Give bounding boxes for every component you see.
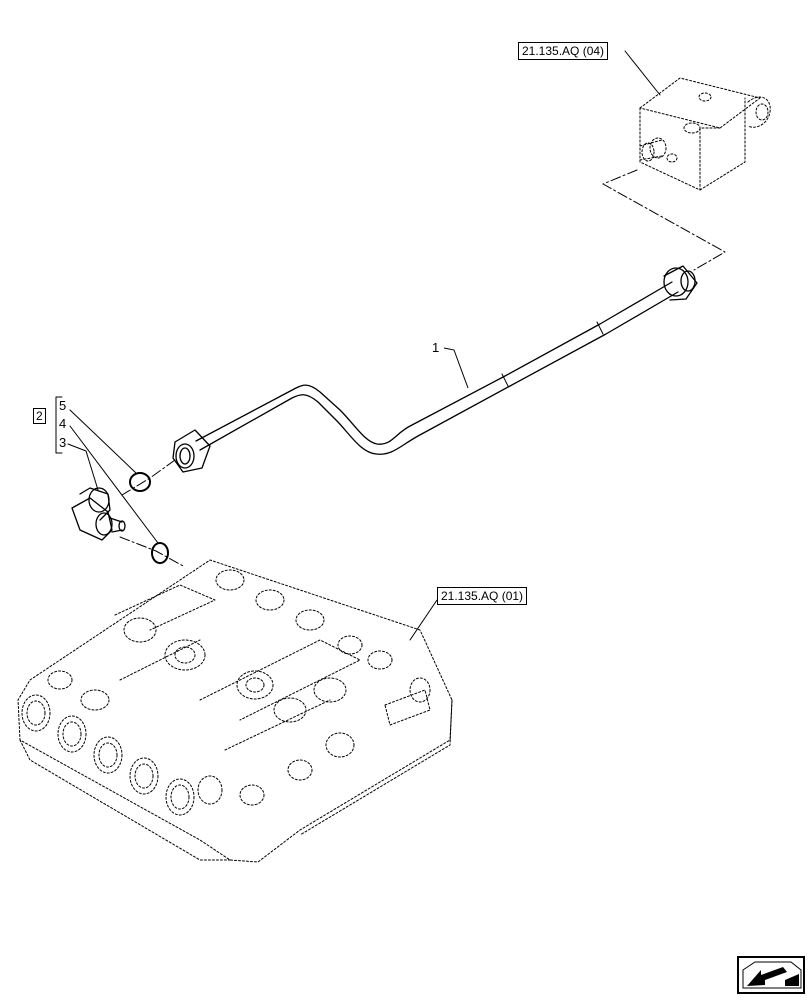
pipe — [172, 265, 698, 473]
callout-kit: 2 — [33, 408, 46, 424]
next-page-arrow-icon[interactable] — [737, 956, 805, 994]
callout-pipe: 1 — [432, 340, 440, 355]
callout-oring-lower: 4 — [59, 416, 67, 431]
reference-bottom[interactable]: 21.135.AQ (01) — [437, 587, 528, 605]
oring-lower — [151, 542, 169, 564]
callout-oring-upper: 5 — [59, 398, 67, 413]
reference-top[interactable]: 21.135.AQ (04) — [518, 42, 609, 60]
elbow-fitting — [71, 487, 126, 541]
valve-block — [639, 77, 771, 191]
centerline-valve-pipe — [602, 169, 726, 271]
callout-elbow: 3 — [59, 435, 67, 450]
oring-upper — [129, 472, 151, 492]
control-valve-housing — [17, 559, 453, 863]
leader-top-ref — [624, 50, 661, 96]
